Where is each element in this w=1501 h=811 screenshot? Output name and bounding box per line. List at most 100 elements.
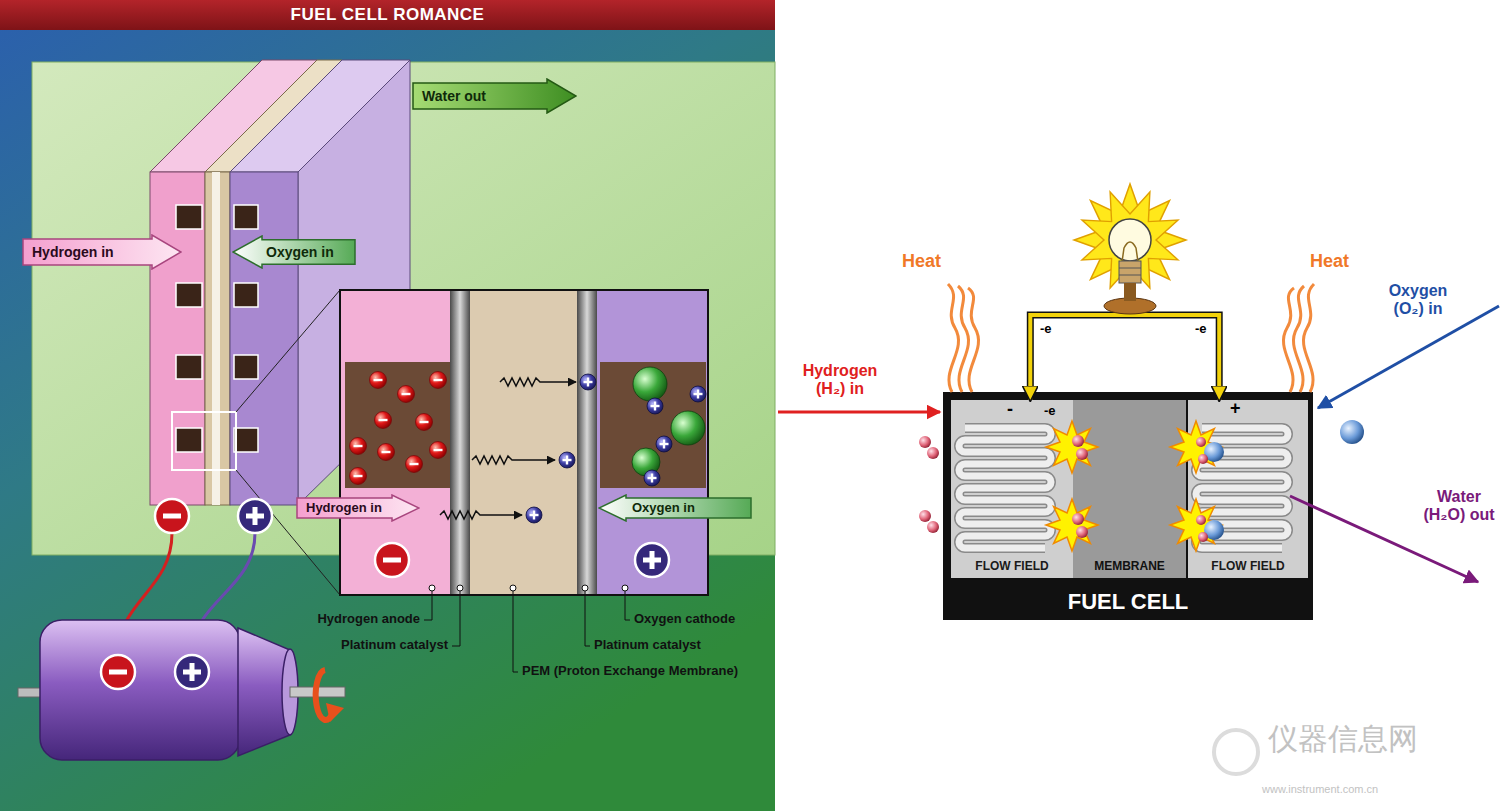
leader-line bbox=[513, 588, 518, 672]
arrow-shape bbox=[23, 235, 181, 269]
hydrogen-atom bbox=[1072, 513, 1084, 525]
flow-channel bbox=[1196, 428, 1288, 548]
oxygen-particle bbox=[633, 367, 667, 401]
stack-anode bbox=[150, 172, 205, 505]
node-label: Hydrogen in bbox=[32, 244, 114, 260]
heat-label: Heat bbox=[1310, 251, 1349, 272]
watermark: 仪器信息网 bbox=[1268, 722, 1418, 757]
callout-label: Platinum catalyst bbox=[341, 638, 448, 653]
proton-ion bbox=[644, 470, 660, 486]
circuit-wire bbox=[1030, 315, 1219, 400]
minus-terminal bbox=[101, 655, 135, 689]
hydrogen-atom bbox=[919, 436, 931, 448]
node-label: FLOW FIELD bbox=[1211, 560, 1284, 574]
heat-wave bbox=[1303, 284, 1314, 392]
anode-channel bbox=[345, 362, 450, 488]
hydrogen-atom bbox=[1196, 437, 1206, 447]
flow-field-plate bbox=[1188, 400, 1308, 578]
inset-cathode bbox=[597, 290, 708, 595]
oxygen-particle bbox=[671, 411, 705, 445]
stack-cathode bbox=[230, 172, 298, 505]
oxygen-molecule bbox=[1340, 420, 1364, 444]
minus-terminal bbox=[155, 499, 189, 533]
light-rays bbox=[1062, 172, 1198, 308]
zoom-line bbox=[236, 470, 340, 595]
leader-line bbox=[452, 588, 460, 646]
zoom-frame bbox=[172, 412, 236, 470]
flow-field-plate bbox=[951, 400, 1073, 578]
title-text: FUEL CELL ROMANCE bbox=[0, 0, 775, 30]
title-band bbox=[0, 0, 775, 30]
arrow-shape bbox=[599, 495, 751, 521]
hydrogen-atom bbox=[1198, 532, 1208, 542]
water-out-arrow: Water out bbox=[412, 78, 577, 114]
electron-label: -e bbox=[1195, 322, 1207, 337]
callout-label: PEM (Proton Exchange Membrane) bbox=[522, 664, 738, 679]
hydrogen-in-arrow: Hydrogen in bbox=[296, 494, 420, 522]
wire-outline bbox=[1030, 315, 1219, 400]
bulb-stem bbox=[1124, 283, 1136, 301]
outlet-label: Water (H₂O) out bbox=[1421, 488, 1497, 525]
inset-membrane bbox=[470, 290, 577, 595]
plus-terminal bbox=[635, 543, 669, 577]
proton-path bbox=[500, 378, 576, 386]
flow-channel bbox=[959, 428, 1051, 548]
proton-path bbox=[440, 511, 522, 519]
oxygen-in-arrow: Oxygen in bbox=[232, 235, 356, 269]
channel-window bbox=[234, 428, 258, 452]
channel-window bbox=[234, 355, 258, 379]
polarity-sign: - bbox=[1007, 399, 1013, 420]
hydrogen-particle bbox=[398, 386, 415, 403]
motor-body bbox=[40, 620, 240, 760]
heat-wave bbox=[948, 284, 959, 392]
hydrogen-particle bbox=[406, 456, 423, 473]
hydrogen-atom bbox=[919, 510, 931, 522]
hydrogen-particle bbox=[430, 372, 447, 389]
cathode-channel bbox=[600, 362, 706, 488]
hydrogen-particle bbox=[378, 444, 395, 461]
node-label: MEMBRANE bbox=[1094, 560, 1165, 574]
leader-dot bbox=[429, 585, 435, 591]
electron-label: -e bbox=[1040, 322, 1052, 337]
flow-channel-outline bbox=[1196, 428, 1288, 548]
hydrogen-particle bbox=[416, 414, 433, 431]
hydrogen-particle bbox=[430, 442, 447, 459]
plus-terminal bbox=[175, 655, 209, 689]
leader-dot bbox=[582, 585, 588, 591]
hydrogen-atom bbox=[1072, 435, 1084, 447]
hydrogen-particle bbox=[370, 372, 387, 389]
inset-anode bbox=[340, 290, 450, 595]
reaction-burst bbox=[1046, 499, 1098, 551]
fuel-cell-box: FUEL CELLFLOW FIELDMEMBRANEFLOW FIELD bbox=[943, 392, 1313, 620]
node-label: FUEL CELL bbox=[1068, 589, 1189, 614]
callout-label: Oxygen cathode bbox=[634, 612, 735, 627]
callout-label: Hydrogen anode bbox=[317, 612, 420, 627]
bulb-thread bbox=[1119, 268, 1141, 269]
leader-line bbox=[424, 588, 432, 620]
node-label: Hydrogen in bbox=[306, 501, 382, 516]
leader-line bbox=[585, 588, 590, 646]
node-label: Oxygen in bbox=[266, 244, 334, 260]
light-rays bbox=[1074, 184, 1186, 296]
arrow-shape bbox=[297, 495, 419, 521]
hydrogen-particle bbox=[350, 468, 367, 485]
inset-catalyst bbox=[577, 290, 597, 595]
inset-frame bbox=[340, 290, 708, 595]
proton-ion bbox=[580, 374, 596, 390]
channel-window bbox=[234, 283, 258, 307]
proton-path bbox=[472, 456, 555, 464]
hydrogen-atom bbox=[1198, 454, 1208, 464]
bulb-glass bbox=[1109, 219, 1151, 261]
leader-dot bbox=[510, 585, 516, 591]
channel-window bbox=[176, 428, 202, 452]
oxygen-inlet-arrow bbox=[1318, 306, 1499, 408]
channel-window bbox=[176, 205, 202, 229]
hydrogen-atom bbox=[1076, 526, 1088, 538]
inlet-label: Hydrogen (H₂) in bbox=[790, 362, 890, 399]
rotation-arrowhead bbox=[326, 703, 344, 722]
